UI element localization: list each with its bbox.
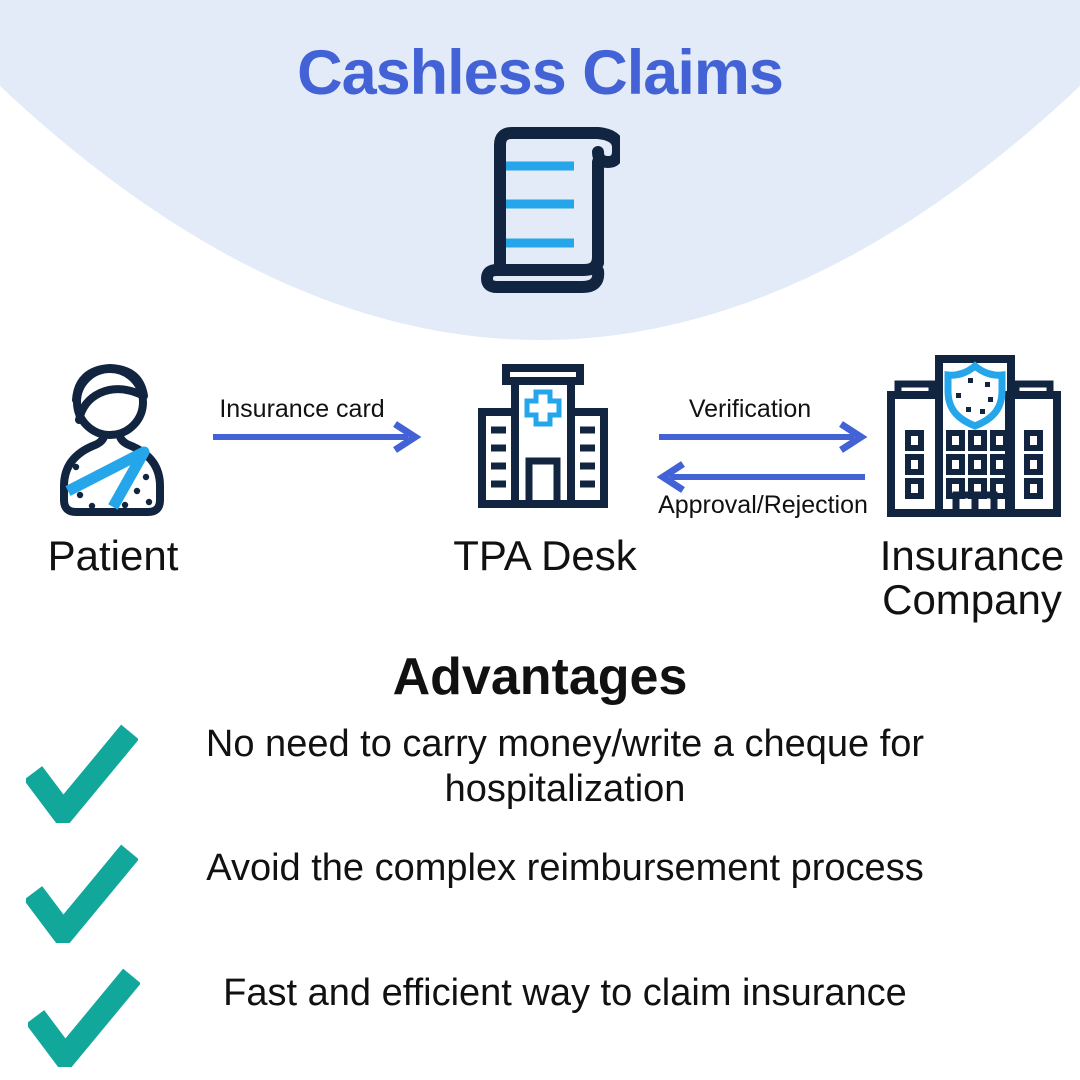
advantage-item-1: No need to carry money/write a cheque fo… xyxy=(150,722,980,812)
advantage-item-3-line-1: Fast and efficient way to claim insuranc… xyxy=(223,972,907,1014)
arrow-left-icon xyxy=(656,460,868,494)
checkmark-icon xyxy=(26,723,138,823)
advantages-heading: Advantages xyxy=(392,648,688,706)
hospital-icon xyxy=(478,364,608,508)
arrow-right-icon xyxy=(656,420,868,454)
advantage-item-3: Fast and efficient way to claim insuranc… xyxy=(150,971,980,1016)
edge-label-approval-rejection: Approval/Rejection xyxy=(658,491,868,519)
advantage-item-2-line-1: Avoid the complex reimbursement process xyxy=(206,847,924,889)
scroll-document-icon xyxy=(470,116,620,294)
page-title: Cashless Claims xyxy=(297,38,784,108)
arrow-right-icon xyxy=(210,420,422,454)
checkmark-icon xyxy=(28,967,140,1067)
advantage-item-1-line-1: No need to carry money/write a cheque fo… xyxy=(205,723,925,765)
node-label-insurance-company: Insurance Company xyxy=(879,532,1065,623)
edge-label-verification: Verification xyxy=(688,395,812,423)
edge-label-insurance-card: Insurance card xyxy=(219,395,385,423)
checkmark-icon xyxy=(26,843,138,943)
node-label-tpa-desk: TPA Desk xyxy=(453,532,637,579)
patient-icon xyxy=(58,360,166,518)
advantage-item-2: Avoid the complex reimbursement process xyxy=(150,846,980,891)
node-label-patient: Patient xyxy=(47,532,179,579)
advantage-item-1-line-2: hospitalization xyxy=(444,768,686,810)
insurance-company-building-icon xyxy=(886,353,1062,519)
